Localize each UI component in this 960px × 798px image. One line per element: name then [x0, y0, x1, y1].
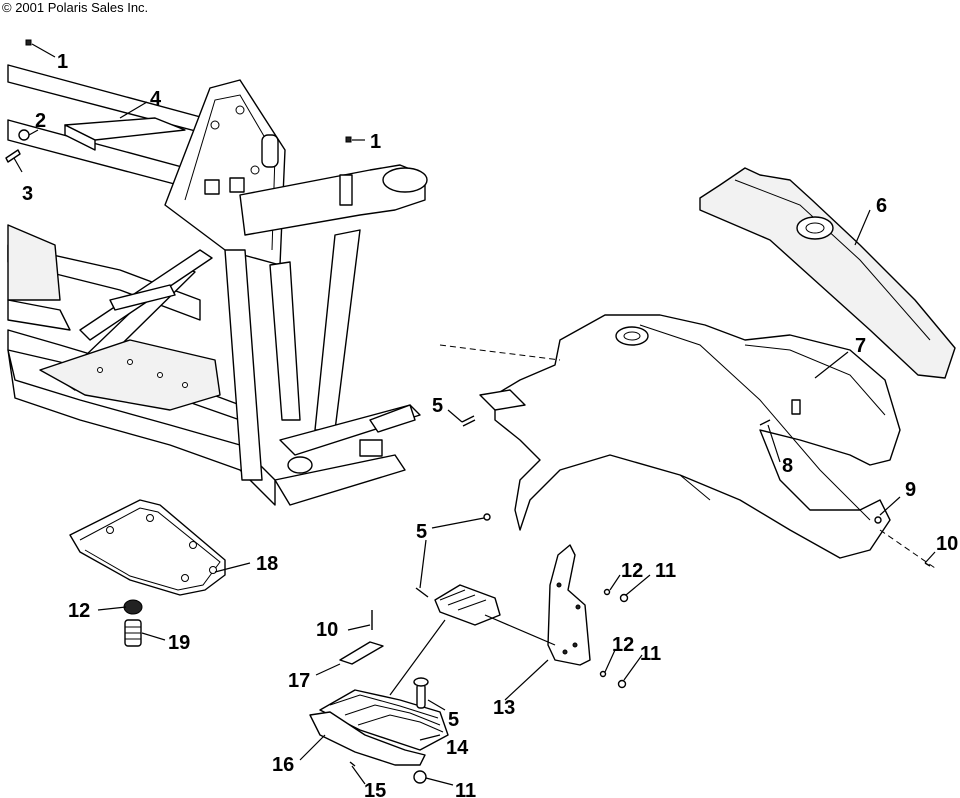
callout-12a: 12	[621, 560, 643, 582]
nut-part-11a	[619, 593, 629, 603]
copyright-text: © 2001 Polaris Sales Inc.	[2, 0, 148, 15]
callout-7: 7	[855, 335, 866, 357]
callout-8: 8	[782, 455, 793, 477]
callout-4: 4	[150, 88, 162, 110]
callout-3: 3	[22, 183, 33, 205]
footrest-bracket-upper	[434, 584, 501, 626]
callout-13: 13	[493, 697, 515, 719]
rivet-part-10a	[924, 562, 931, 567]
callout-12c: 12	[68, 600, 90, 622]
frame-assembly	[7, 64, 428, 506]
callout-10b: 10	[316, 619, 338, 641]
front-fender-part-7	[479, 314, 901, 559]
screw-part-5b	[483, 513, 491, 521]
callout-1b: 1	[370, 131, 381, 153]
callout-17: 17	[288, 670, 310, 692]
rear-rack-part-6	[699, 167, 956, 379]
nut-part-1a	[25, 39, 32, 46]
callout-11c: 11	[455, 780, 476, 798]
footrest-part-14	[319, 689, 449, 751]
hardware	[5, 39, 931, 784]
leader-lines	[13, 43, 936, 786]
rivet-part-9	[874, 516, 882, 524]
screw-part-5a	[461, 415, 476, 427]
footrest-part-16	[309, 711, 426, 766]
washer-part-12a	[603, 588, 611, 596]
skid-plate-part-18	[69, 499, 226, 596]
callout-18: 18	[256, 553, 278, 575]
nut-part-11c	[413, 770, 427, 784]
screw-part-3	[5, 149, 21, 163]
washer-part-2	[18, 129, 30, 141]
callout-9: 9	[905, 479, 916, 501]
nut-part-11b	[617, 679, 627, 689]
callout-14: 14	[446, 737, 469, 759]
callout-5b: 5	[416, 521, 427, 543]
bolt-part-19	[123, 599, 143, 647]
callout-16: 16	[272, 754, 294, 776]
callout-5c: 5	[448, 709, 459, 731]
callout-2: 2	[35, 110, 46, 132]
callout-labels: 1 1 2 3 4 5 5 5 6 7 8 9 10 10 11 11 11 1…	[22, 51, 958, 798]
callout-6: 6	[876, 195, 887, 217]
callout-5a: 5	[432, 395, 443, 417]
bracket-part-17	[339, 641, 384, 665]
screw-part-8	[759, 419, 771, 426]
callout-12b: 12	[612, 634, 634, 656]
callout-10a: 10	[936, 533, 958, 555]
screw-part-5c	[415, 587, 429, 598]
rivet-part-15	[349, 761, 356, 767]
callout-15: 15	[364, 780, 386, 798]
callout-11a: 11	[655, 560, 676, 582]
bolt-part-5d	[416, 683, 426, 709]
washer-part-12b	[599, 670, 607, 678]
callout-19: 19	[168, 632, 190, 654]
callout-1a: 1	[57, 51, 68, 73]
mud-flap-part-13	[547, 544, 591, 666]
callout-11b: 11	[640, 643, 661, 665]
nut-part-1b	[345, 136, 352, 143]
